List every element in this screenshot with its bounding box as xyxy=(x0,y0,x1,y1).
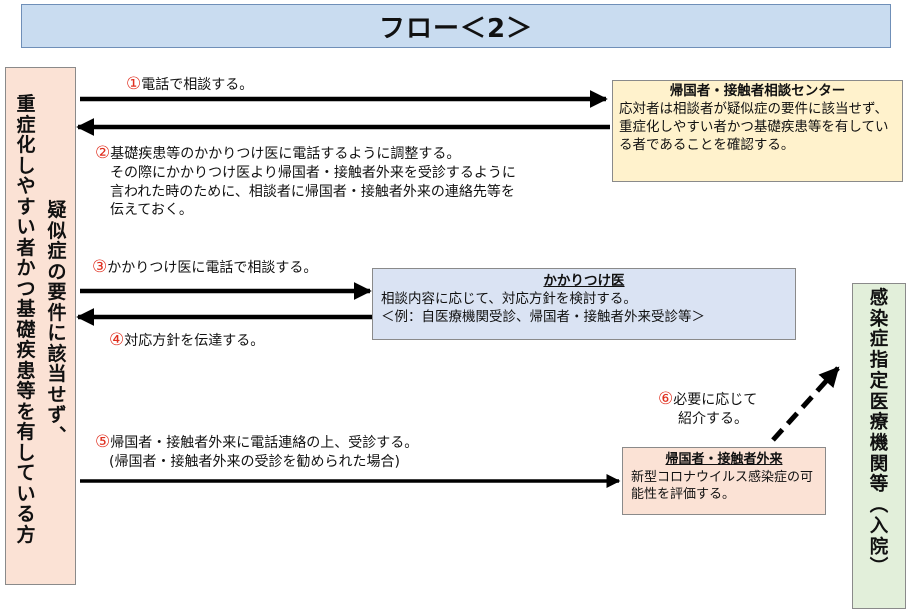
vertical-glyph: 有 xyxy=(16,421,36,444)
vertical-glyph: る xyxy=(16,503,36,526)
vertical-glyph: 化 xyxy=(16,134,36,157)
vertical-glyph: 者 xyxy=(16,236,36,259)
vertical-glyph: 指 xyxy=(869,350,889,372)
vertical-glyph: 入 xyxy=(869,515,889,537)
vertical-glyph: 疑 xyxy=(47,199,67,221)
outpatient-clinic-body: 新型コロナウイルス感染症の可能性を評価する。 xyxy=(631,469,814,503)
consulter-box: 重症化しやすい者かつ基礎疾患等を有している方 疑似症の要件に該当せず︑ xyxy=(5,67,76,585)
vertical-glyph: 該 xyxy=(47,342,67,365)
vertical-glyph: 等 xyxy=(869,474,889,496)
vertical-glyph: ︶ xyxy=(869,557,889,579)
consult-center-box: 帰国者・接触者相談センター 応対者は相談者が疑似症の要件に該当せず、重症化しやす… xyxy=(612,80,903,182)
vertical-glyph: い xyxy=(16,216,36,239)
outpatient-clinic-box: 帰国者・接触者外来 新型コロナウイルス感染症の可能性を評価する。 xyxy=(622,447,826,515)
vertical-glyph: の xyxy=(47,260,67,283)
vertical-glyph: す xyxy=(16,195,36,218)
vertical-glyph: 療 xyxy=(869,412,889,434)
vertical-glyph: を xyxy=(16,400,36,423)
vertical-glyph: い xyxy=(16,482,36,505)
vertical-glyph: 疾 xyxy=(16,339,36,362)
vertical-glyph: ず xyxy=(47,404,67,427)
vertical-glyph: 基 xyxy=(16,298,36,321)
vertical-glyph: し xyxy=(16,441,36,464)
step2-label: ②基礎疾患等のかかりつけ医に電話するように調整する。 その際にかかりつけ医より帰… xyxy=(95,143,516,219)
page-title: フロー＜2＞ xyxy=(21,4,891,48)
vertical-glyph: 礎 xyxy=(16,318,36,341)
vertical-glyph: 院 xyxy=(869,536,889,558)
family-doctor-box: かかりつけ医 相談内容に応じて、対応方針を検討する。 ＜例：自医療機関受診、帰国… xyxy=(372,268,796,340)
vertical-glyph: 患 xyxy=(16,359,36,382)
vertical-glyph: 等 xyxy=(16,380,36,403)
designated-hospital-label: 感染症指定医療機関等︵入院︶ xyxy=(863,284,895,608)
vertical-glyph: 感 xyxy=(869,288,889,309)
step6-label: ⑥必要に応じて 紹介する。 xyxy=(658,389,758,428)
vertical-glyph: 機 xyxy=(869,433,889,455)
vertical-glyph: ︑ xyxy=(47,424,67,447)
vertical-glyph: 症 xyxy=(47,240,67,263)
consult-center-title: 帰国者・接触者相談センター xyxy=(669,83,846,99)
step4-label: ④対応方針を伝達する。 xyxy=(109,330,265,350)
step3-label: ③かかりつけ医に電話で相談する。 xyxy=(92,257,318,277)
vertical-glyph: 関 xyxy=(869,453,889,475)
vertical-glyph: や xyxy=(16,175,36,198)
vertical-glyph: 要 xyxy=(47,281,67,304)
vertical-glyph: 方 xyxy=(16,523,36,546)
vertical-glyph: 医 xyxy=(869,391,889,413)
vertical-glyph: か xyxy=(16,257,36,280)
consulter-label-main: 重症化しやすい者かつ基礎疾患等を有している方 xyxy=(11,68,41,584)
family-doctor-line-2: ＜例：自医療機関受診、帰国者・接触者外来受診等＞ xyxy=(381,308,705,325)
vertical-glyph: せ xyxy=(47,383,67,406)
outpatient-clinic-title: 帰国者・接触者外来 xyxy=(665,452,783,467)
consult-center-body: 応対者は相談者が疑似症の要件に該当せず、重症化しやすい者かつ基礎疾患等を有してい… xyxy=(619,100,889,153)
vertical-glyph: 症 xyxy=(869,329,889,351)
family-doctor-line-1: 相談内容に応じて、対応方針を検討する。 xyxy=(381,290,637,307)
vertical-glyph: し xyxy=(16,154,36,177)
vertical-glyph: つ xyxy=(16,277,36,300)
vertical-glyph: 定 xyxy=(869,370,889,392)
step1-label: ①電話で相談する。 xyxy=(126,74,254,94)
vertical-glyph: に xyxy=(47,322,67,345)
vertical-glyph: 重 xyxy=(16,93,36,115)
designated-hospital-box: 感染症指定医療機関等︵入院︶ xyxy=(852,283,906,609)
vertical-glyph: ︵ xyxy=(869,495,889,517)
arrow-step6-dashed xyxy=(771,366,840,442)
vertical-glyph: 症 xyxy=(16,113,36,136)
vertical-glyph: 似 xyxy=(47,219,67,242)
family-doctor-title: かかりつけ医 xyxy=(543,273,625,289)
consulter-label-condition: 疑似症の要件に該当せず︑ xyxy=(42,68,72,584)
vertical-glyph: 件 xyxy=(47,301,67,324)
step5-label: ⑤帰国者・接触者外来に電話連絡の上、受診する。 (帰国者・接触者外来の受診を勧め… xyxy=(95,432,419,471)
vertical-glyph: 当 xyxy=(47,363,67,386)
vertical-glyph: 染 xyxy=(869,308,889,330)
vertical-glyph: て xyxy=(16,462,36,485)
